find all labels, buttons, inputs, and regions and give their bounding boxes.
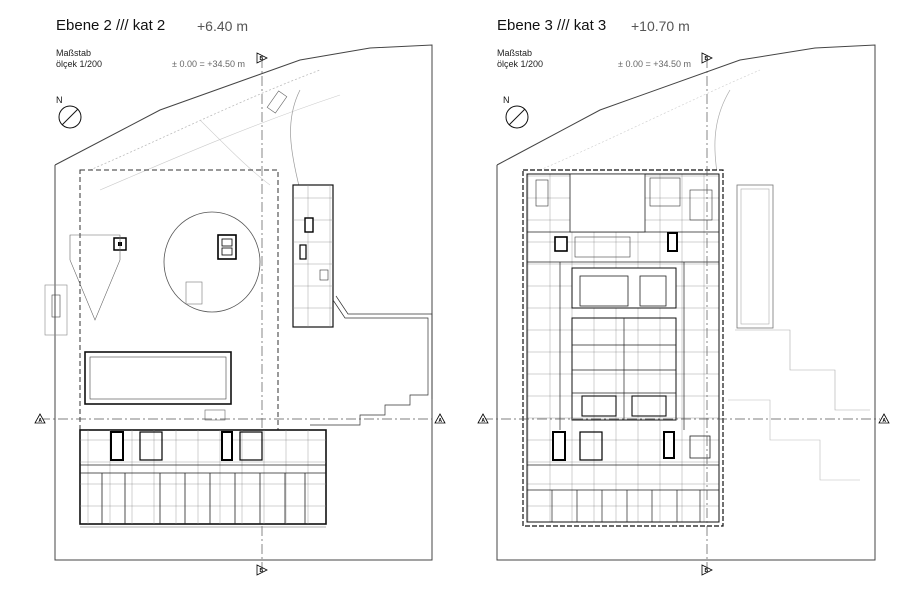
section-marker-b-label: B (705, 568, 709, 574)
left-plan-title: Ebene 2 /// kat 2 (56, 17, 166, 34)
section-marker-b-label: B (705, 56, 709, 62)
right-scale-label: Maßstab (497, 48, 533, 58)
section-marker-icon: B (701, 564, 713, 576)
section-marker-icon: B (701, 52, 713, 64)
section-marker-icon: A (434, 413, 446, 424)
section-marker-a-label: A (38, 418, 42, 424)
section-marker-b-label: B (260, 568, 264, 574)
north-arrow-icon: N (503, 95, 529, 129)
section-marker-a-label: A (438, 418, 442, 424)
section-marker-icon: B (256, 52, 268, 64)
left-plan-elevation: +6.40 m (197, 18, 248, 34)
right-scale-value: ölçek 1/200 (497, 59, 544, 69)
section-marker-icon: A (878, 413, 890, 424)
north-label: N (56, 95, 63, 105)
section-marker-icon: A (477, 413, 489, 424)
section-marker-a-label: A (481, 418, 485, 424)
left-datum-label: ± 0.00 = +34.50 m (172, 59, 245, 69)
left-site-plan (40, 44, 433, 570)
section-marker-a-label: A (882, 418, 886, 424)
section-marker-b-label: B (260, 56, 264, 62)
right-plan-title: Ebene 3 /// kat 3 (497, 17, 607, 34)
right-site-plan (483, 44, 880, 570)
right-datum-label: ± 0.00 = +34.50 m (618, 59, 691, 69)
left-scale-value: ölçek 1/200 (56, 59, 103, 69)
north-label: N (503, 95, 510, 105)
right-plan-elevation: +10.70 m (631, 18, 690, 34)
left-scale-label: Maßstab (56, 48, 92, 58)
section-marker-icon: B (256, 564, 268, 576)
north-arrow-icon: N (56, 95, 82, 129)
section-marker-icon: A (34, 413, 46, 424)
